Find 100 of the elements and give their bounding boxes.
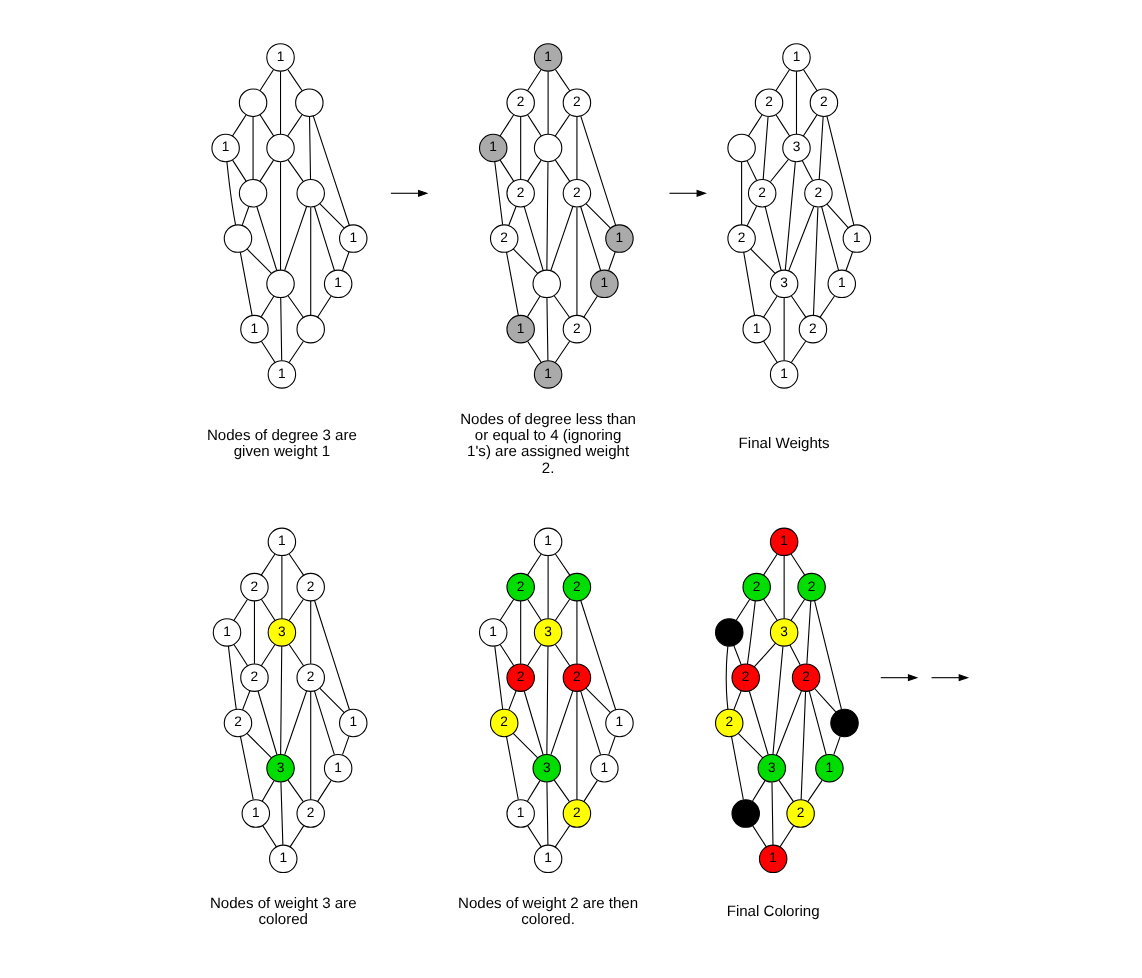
connector [253,600,255,665]
connector [262,825,277,848]
connector [746,600,756,665]
connector [246,732,273,759]
connector [261,780,275,802]
connector [746,205,758,227]
connector [341,251,350,271]
connector [779,825,795,848]
connector [546,781,549,846]
connector [763,295,778,318]
connector [284,690,308,756]
connector [310,600,312,665]
connector [585,687,611,714]
connector [527,340,542,364]
connector [784,161,796,271]
connector [554,114,571,137]
connector [233,598,249,621]
label: Nodes of weight 3 are colored [210,893,357,929]
connector [763,340,778,364]
connector [553,779,570,802]
connector [527,114,542,137]
connector [771,781,774,846]
connector [812,206,819,316]
connector [553,294,570,318]
connector [775,69,791,92]
connector [526,643,542,667]
connector [239,736,254,801]
connector [505,251,519,316]
connector [554,643,571,667]
connector [775,114,791,137]
connector [526,553,542,576]
connector [280,781,284,846]
connector [576,600,578,665]
connector [280,646,283,755]
connector [508,205,517,226]
node-circle [830,708,859,738]
connector [289,825,305,848]
node-circle [727,133,756,163]
connector [284,205,308,271]
node-circle [238,88,268,117]
connector [239,251,253,316]
connector [826,203,849,229]
label: Final Coloring [726,902,820,921]
connector [256,205,278,271]
connector [802,69,818,92]
connector [227,645,237,710]
connector [523,690,544,756]
connector [576,206,578,316]
connector [800,691,807,801]
connector [546,646,549,755]
label: Nodes of weight 2 are then colored. [458,893,639,929]
connector [260,295,275,318]
connector [288,598,304,621]
connector [279,161,282,271]
connector [554,69,571,92]
connector [783,555,785,619]
connector [281,555,283,619]
connector [512,248,539,275]
connector [317,295,332,318]
connector [576,116,578,180]
node-circle [533,133,563,163]
connector [783,297,785,362]
connector [580,115,617,226]
node-circle [266,269,295,299]
connector [226,161,237,226]
connector [232,159,247,182]
connector [341,735,350,756]
connector [246,248,273,275]
connector [499,159,515,182]
connector [546,297,549,362]
connector [752,779,766,802]
connector [583,779,598,803]
connector [833,735,841,756]
node-circle [238,179,268,208]
node-circle [296,314,325,344]
node-circle [714,618,744,647]
connector [733,644,742,665]
connector [752,825,767,848]
connector [526,779,541,802]
connector [499,643,515,667]
connector [287,159,304,182]
connector [818,116,824,180]
connector [826,115,855,226]
connector [808,690,827,756]
connector [279,70,282,135]
connector [317,779,332,803]
connector [747,114,763,137]
connector [547,555,549,619]
connector [753,642,777,668]
connector [308,116,312,180]
connector [259,159,275,182]
connector [313,205,335,271]
connector [802,114,818,137]
connector [746,160,758,182]
connector [547,70,549,135]
node-circle [731,799,760,828]
connector [505,736,519,801]
connector [790,340,807,364]
connector [520,600,522,665]
connector [790,598,806,621]
